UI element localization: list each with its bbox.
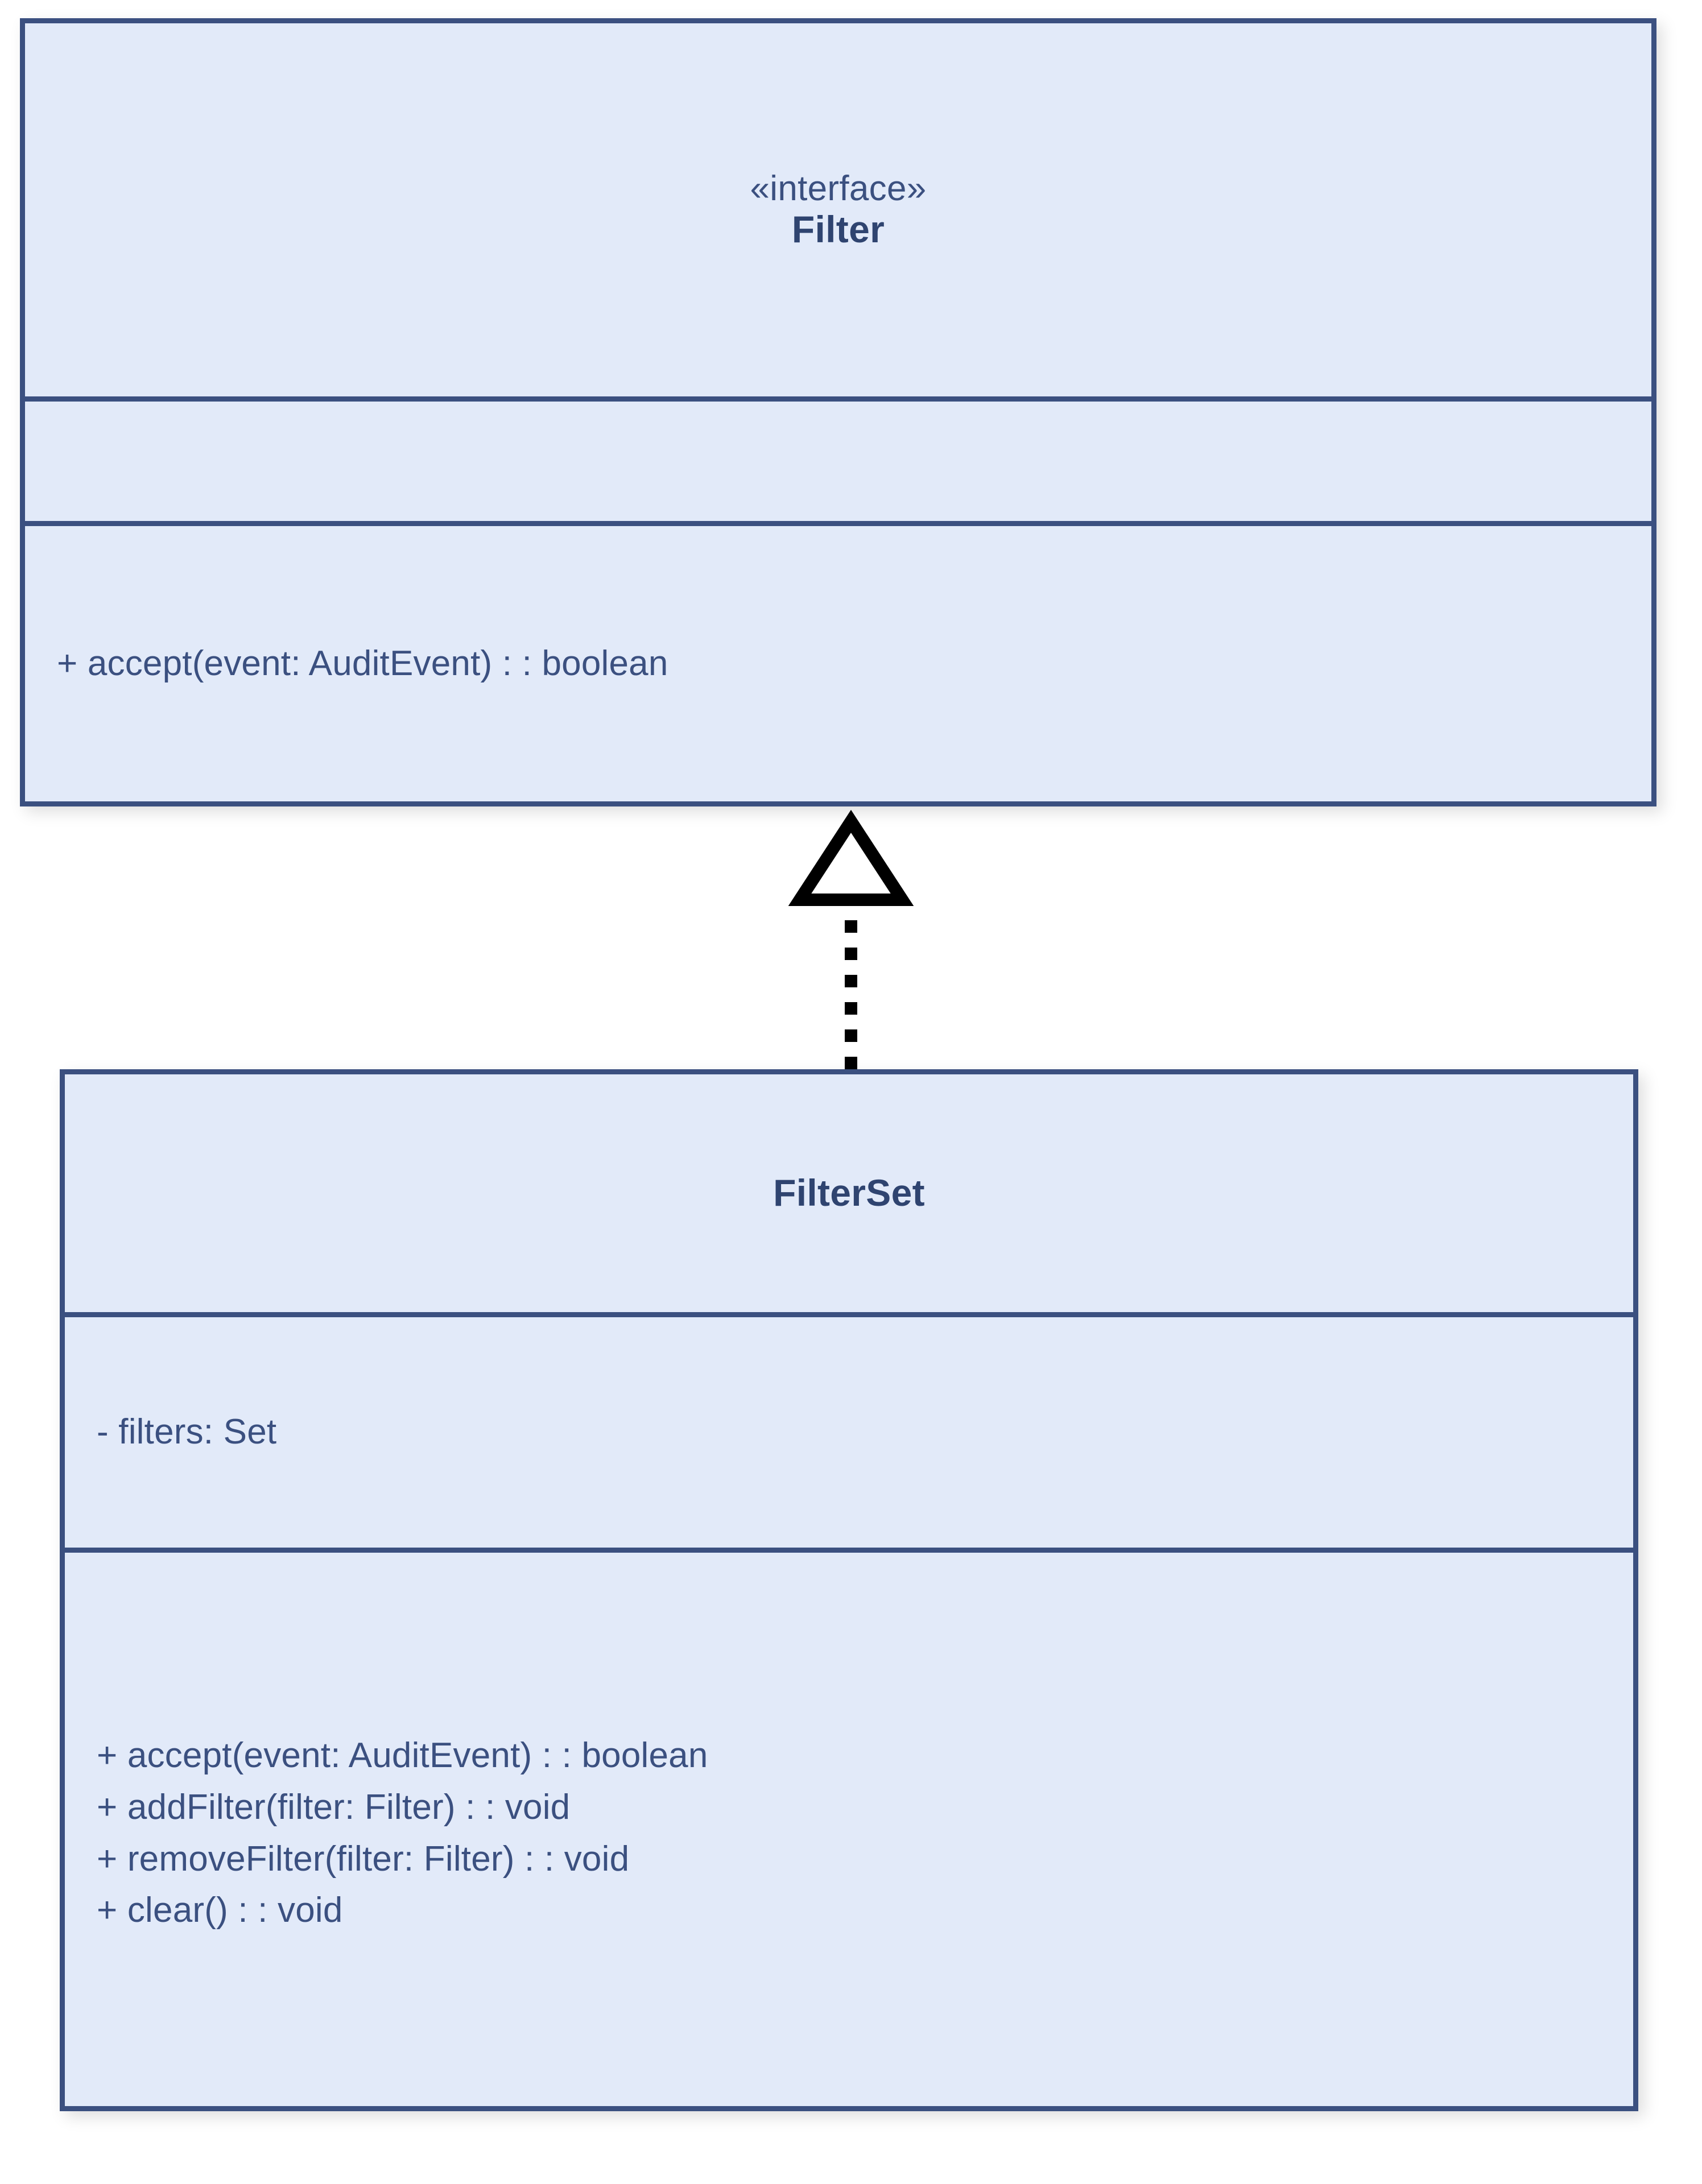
hollow-triangle-arrowhead	[788, 809, 914, 906]
stereotype-label: «interface»	[750, 169, 927, 209]
operations-compartment: + accept(event: AuditEvent) : : boolean	[25, 521, 1651, 801]
operation-row: + removeFilter(filter: Filter) : : void	[97, 1839, 630, 1879]
class-name-compartment: «interface» Filter	[25, 23, 1651, 396]
attribute-row: - filters: Set	[97, 1412, 277, 1452]
operation-row: + accept(event: AuditEvent) : : boolean	[97, 1736, 708, 1776]
operation-row: + accept(event: AuditEvent) : : boolean	[57, 643, 668, 683]
realization-connector	[788, 809, 914, 1069]
class-name-compartment: FilterSet	[65, 1074, 1633, 1312]
operations-compartment: + accept(event: AuditEvent) : : boolean …	[65, 1548, 1633, 2106]
uml-class-filter[interactable]: «interface» Filter + accept(event: Audit…	[20, 18, 1656, 806]
attributes-compartment	[25, 396, 1651, 521]
class-title: FilterSet	[773, 1172, 925, 1214]
attributes-compartment: - filters: Set	[65, 1312, 1633, 1548]
class-title: Filter	[791, 208, 885, 250]
uml-class-filterset[interactable]: FilterSet - filters: Set + accept(event:…	[60, 1069, 1638, 2111]
operation-row: + clear() : : void	[97, 1891, 343, 1930]
operation-row: + addFilter(filter: Filter) : : void	[97, 1787, 571, 1827]
